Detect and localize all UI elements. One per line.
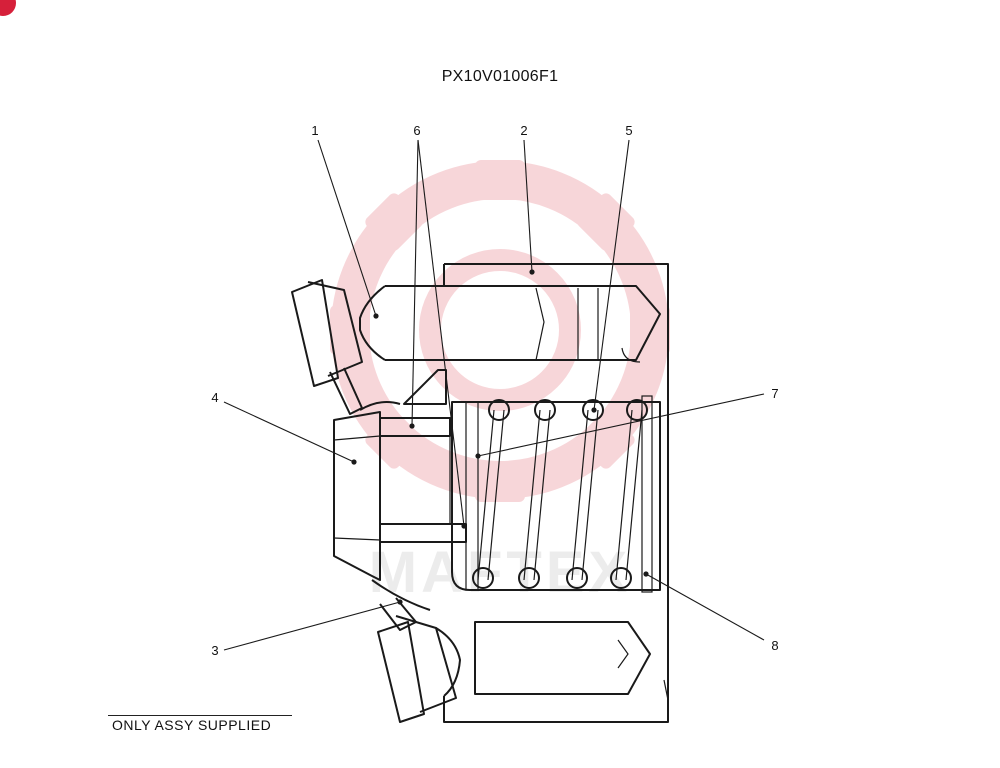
callout-1: 1 bbox=[311, 123, 318, 138]
leader-lines bbox=[223, 139, 765, 651]
callout-5: 5 bbox=[625, 123, 632, 138]
callout-4: 4 bbox=[211, 390, 218, 405]
callout-8: 8 bbox=[771, 638, 778, 653]
upper-fitting bbox=[291, 279, 363, 415]
leader-dots bbox=[351, 269, 649, 605]
lower-fitting bbox=[377, 597, 461, 723]
footer-note: ONLY ASSY SUPPLIED bbox=[112, 717, 272, 733]
footer-rule bbox=[108, 715, 292, 716]
watermark-text: MAFTEX bbox=[369, 540, 631, 605]
callout-7: 7 bbox=[771, 386, 778, 401]
callout-3: 3 bbox=[211, 643, 218, 658]
diagram-title: PX10V01006F1 bbox=[441, 68, 559, 85]
callout-2: 2 bbox=[520, 123, 527, 138]
spring-assembly bbox=[465, 395, 653, 593]
valve-housing bbox=[359, 263, 669, 723]
corner-badge bbox=[0, 0, 16, 16]
end-block bbox=[333, 401, 431, 611]
callout-6: 6 bbox=[413, 123, 420, 138]
